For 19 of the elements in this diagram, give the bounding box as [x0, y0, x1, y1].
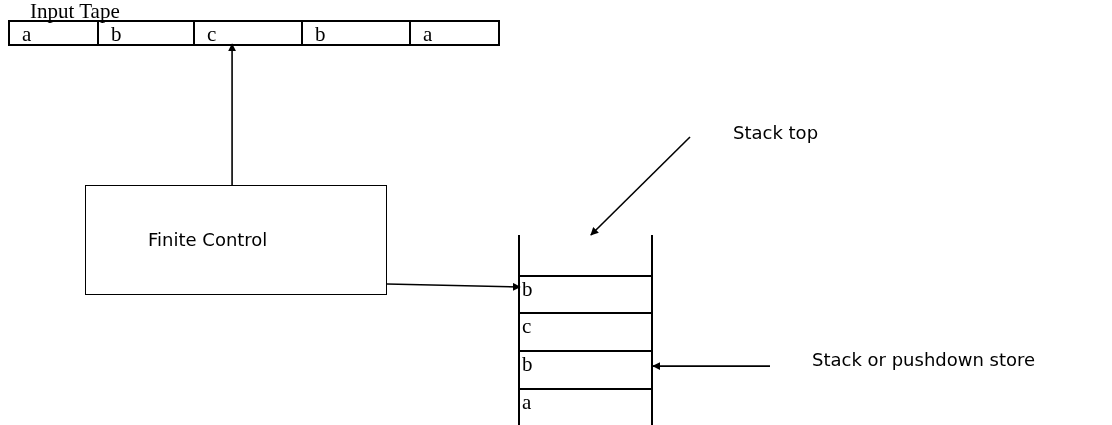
arrow — [652, 362, 771, 371]
annotation: Stack or pushdown store — [812, 348, 1036, 372]
arrow — [228, 43, 237, 186]
symbol: a — [423, 22, 433, 46]
symbol: a — [22, 22, 32, 46]
symbol: c — [207, 22, 217, 46]
arrow — [590, 136, 691, 236]
symbol: c — [522, 314, 532, 338]
symbol: b — [315, 22, 326, 46]
box-label: Finite Control — [148, 228, 268, 252]
stack — [518, 235, 653, 425]
control-box — [85, 185, 387, 295]
arrow — [386, 282, 521, 291]
symbol: b — [522, 352, 533, 376]
tape-heading: Input Tape — [30, 0, 120, 22]
annotation: Stack top — [733, 121, 819, 145]
symbol: b — [522, 277, 533, 301]
symbol: b — [111, 22, 122, 46]
symbol: a — [522, 390, 532, 414]
